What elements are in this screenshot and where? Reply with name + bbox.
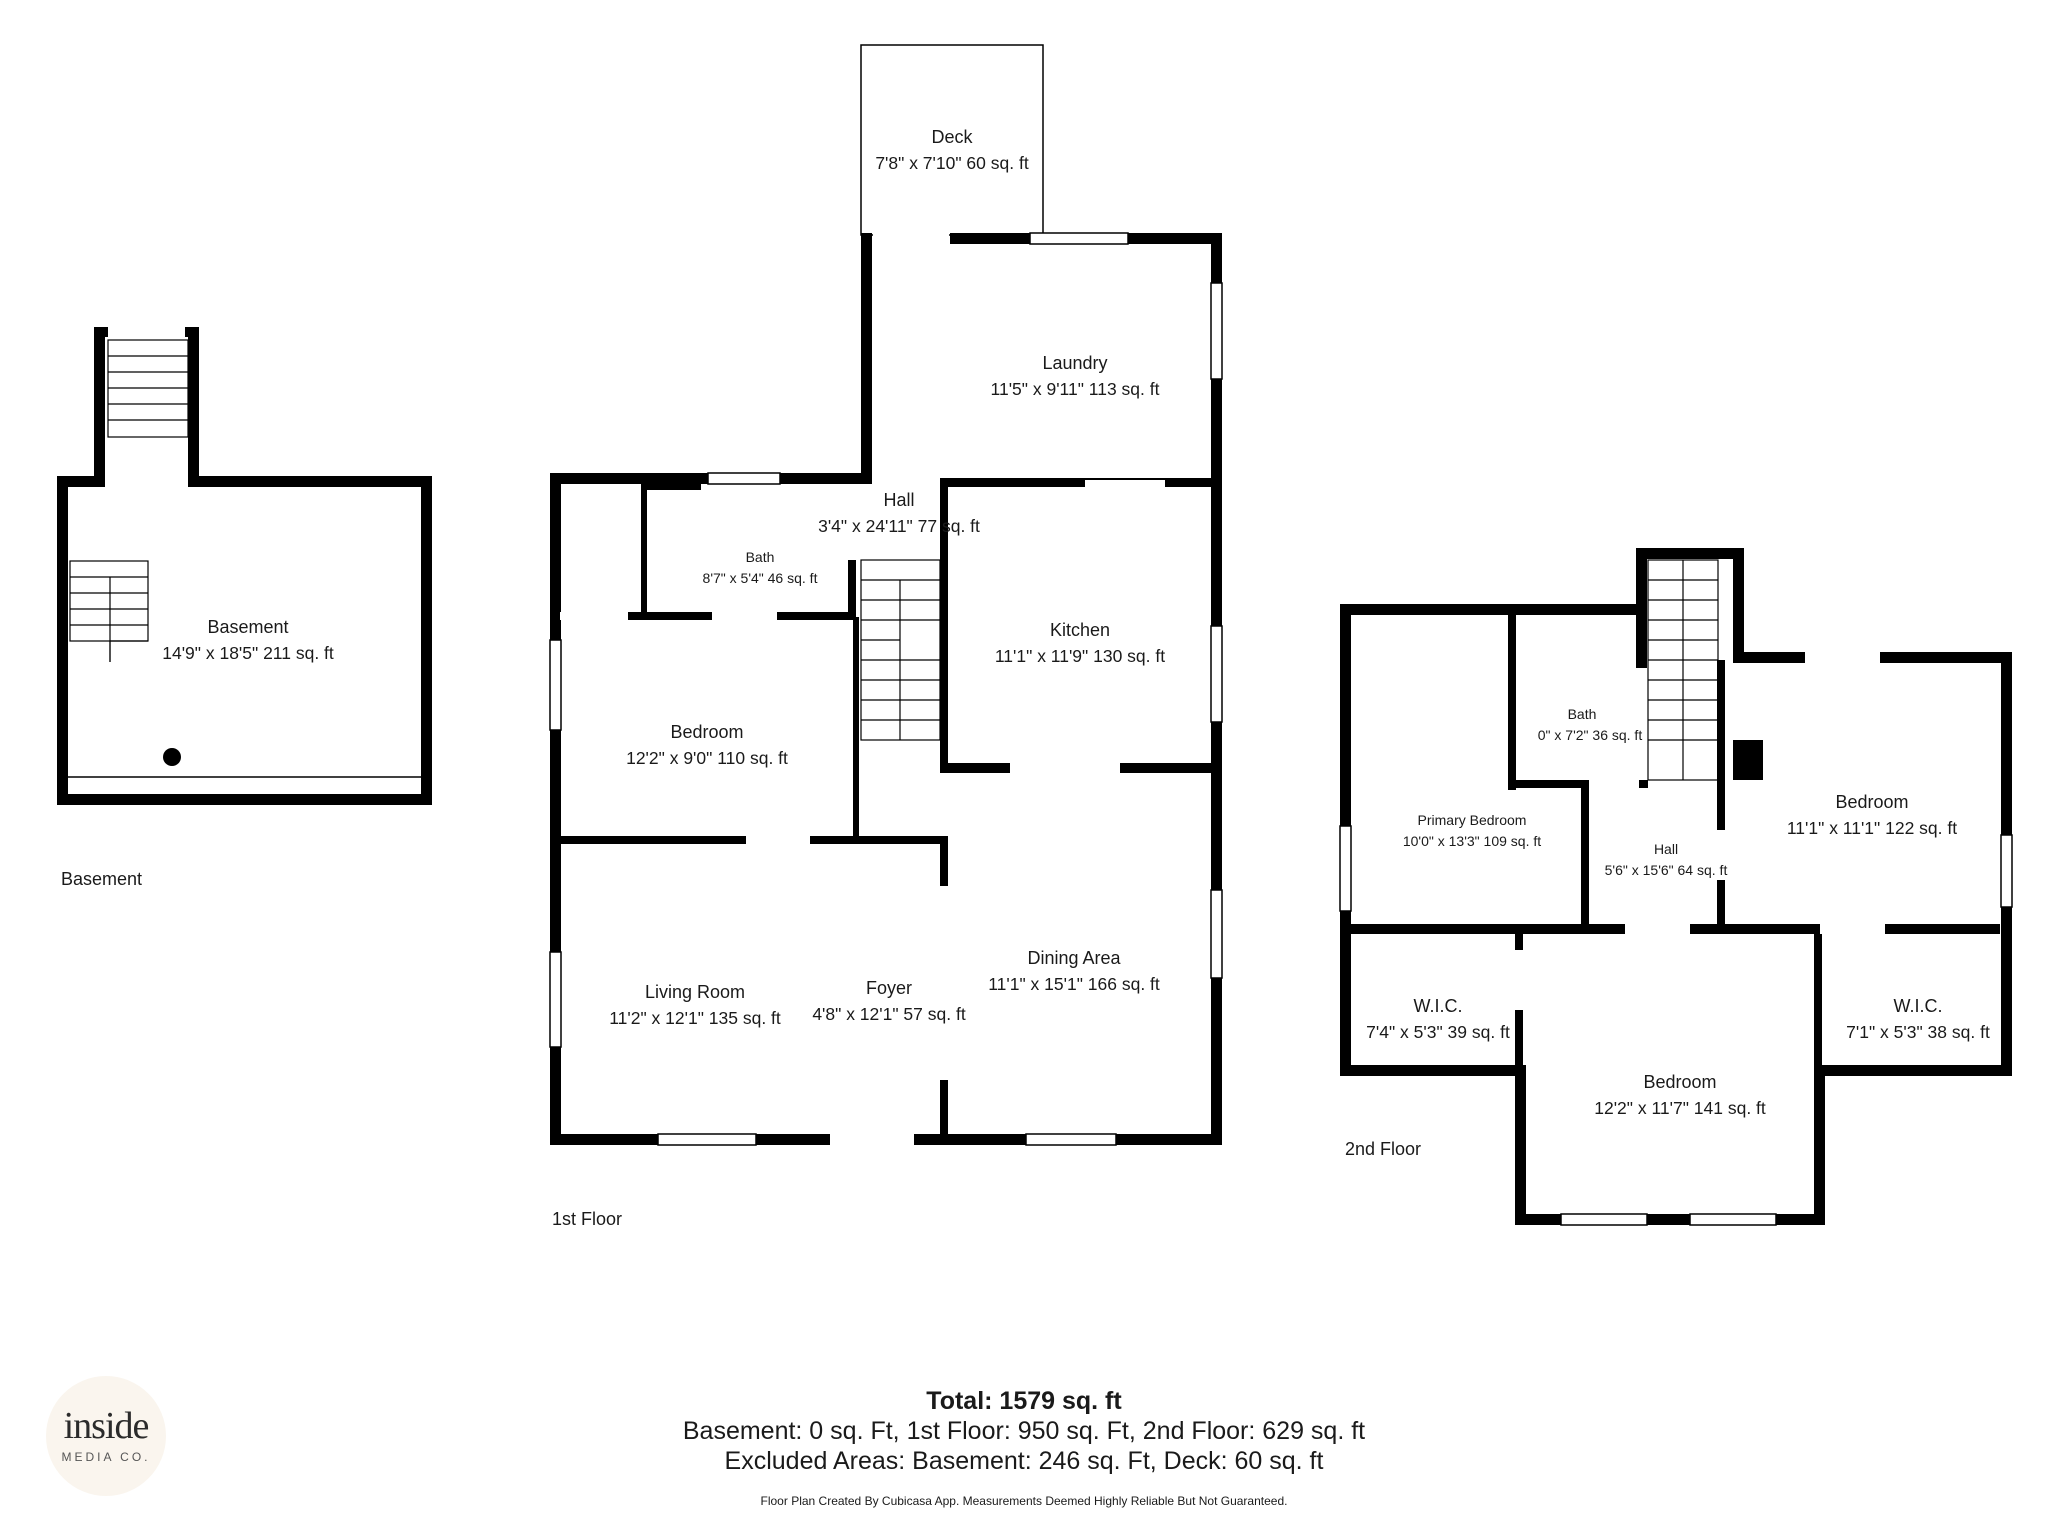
stairs bbox=[1647, 559, 1719, 781]
room-labels: Basement 14'9" x 18'5" 211 sq. ft Deck 7… bbox=[162, 127, 1990, 1118]
disclaimer-text: Floor Plan Created By Cubicasa App. Meas… bbox=[760, 1494, 1288, 1508]
room-name: Hall bbox=[1654, 841, 1678, 857]
room-dims: 7'4" x 5'3" 39 sq. ft bbox=[1366, 1022, 1510, 1042]
room-dims: 11'1" x 11'1" 122 sq. ft bbox=[1787, 818, 1957, 838]
floor-areas: Basement: 0 sq. Ft, 1st Floor: 950 sq. F… bbox=[682, 1417, 1366, 1445]
room-name: Basement bbox=[207, 617, 288, 637]
room-name: Bath bbox=[746, 549, 775, 565]
total-area: Total: 1579 sq. ft bbox=[926, 1387, 1122, 1415]
stairs bbox=[69, 560, 149, 662]
room-name: Bath bbox=[1568, 706, 1597, 722]
room-name: Bedroom bbox=[670, 722, 743, 742]
room-dims: 4'8" x 12'1" 57 sq. ft bbox=[812, 1004, 966, 1024]
room-dims: 12'2" x 9'0" 110 sq. ft bbox=[626, 748, 788, 768]
first-floor-plan bbox=[549, 44, 1223, 1146]
floor-label-basement: Basement bbox=[61, 869, 142, 889]
room-name: Foyer bbox=[866, 978, 912, 998]
company-logo: inside MEDIA CO. bbox=[46, 1376, 166, 1496]
room-name: Dining Area bbox=[1027, 948, 1121, 968]
room-name: Kitchen bbox=[1050, 620, 1110, 640]
second-floor-plan bbox=[1339, 548, 2013, 1226]
excluded-areas: Excluded Areas: Basement: 246 sq. Ft, De… bbox=[724, 1447, 1324, 1475]
room-name: Bedroom bbox=[1643, 1072, 1716, 1092]
room-name: Deck bbox=[931, 127, 973, 147]
room-name: W.I.C. bbox=[1414, 996, 1463, 1016]
area-summary: Total: 1579 sq. ft Basement: 0 sq. Ft, 1… bbox=[0, 1386, 2048, 1476]
room-dims: 11'1" x 11'9" 130 sq. ft bbox=[995, 646, 1165, 666]
room-dims: 8'7" x 5'4" 46 sq. ft bbox=[703, 570, 818, 586]
room-dims: 0" x 7'2" 36 sq. ft bbox=[1538, 727, 1643, 743]
room-dims: 12'2" x 11'7" 141 sq. ft bbox=[1594, 1098, 1766, 1118]
room-name: W.I.C. bbox=[1894, 996, 1943, 1016]
room-dims: 10'0" x 13'3" 109 sq. ft bbox=[1403, 833, 1541, 849]
stairs bbox=[860, 559, 941, 741]
room-dims: 14'9" x 18'5" 211 sq. ft bbox=[162, 643, 334, 663]
logo-subtitle: MEDIA CO. bbox=[61, 1450, 151, 1464]
room-dims: 3'4" x 24'11" 77 sq. ft bbox=[818, 516, 980, 536]
room-dims: 5'6" x 15'6" 64 sq. ft bbox=[1605, 862, 1728, 878]
floor-label-second: 2nd Floor bbox=[1345, 1139, 1421, 1159]
room-dims: 7'8" x 7'10" 60 sq. ft bbox=[875, 153, 1029, 173]
logo-wordmark: inside bbox=[63, 1405, 150, 1447]
stairs bbox=[107, 339, 189, 438]
room-name: Primary Bedroom bbox=[1418, 812, 1527, 828]
room-name: Laundry bbox=[1042, 353, 1107, 373]
room-dims: 11'2" x 12'1" 135 sq. ft bbox=[609, 1008, 781, 1028]
utility-dot-icon bbox=[163, 748, 181, 766]
room-dims: 11'5" x 9'11" 113 sq. ft bbox=[991, 379, 1160, 399]
room-name: Hall bbox=[883, 490, 914, 510]
basement-plan bbox=[57, 327, 432, 805]
room-name: Bedroom bbox=[1835, 792, 1908, 812]
room-dims: 11'1" x 15'1" 166 sq. ft bbox=[988, 974, 1160, 994]
floor-label-first: 1st Floor bbox=[552, 1209, 622, 1229]
room-name: Living Room bbox=[645, 982, 745, 1002]
room-dims: 7'1" x 5'3" 38 sq. ft bbox=[1846, 1022, 1990, 1042]
